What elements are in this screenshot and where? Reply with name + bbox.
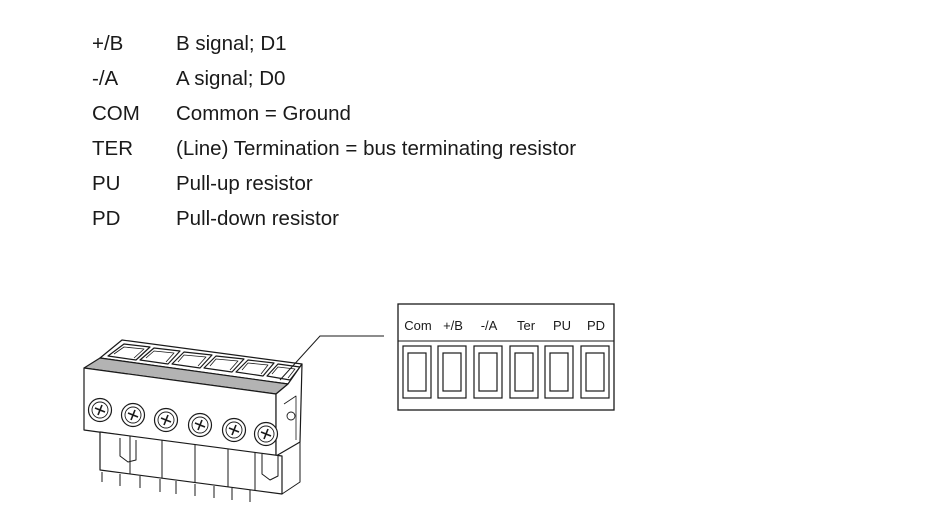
- pin-label-ter: Ter: [517, 318, 536, 333]
- pin-slot-com: [402, 345, 432, 399]
- terminal-block-drawing: [83, 339, 303, 502]
- pin-slot-pd: [580, 345, 610, 399]
- legend-description: B signal; D1: [176, 31, 287, 55]
- legend-description: Pull-up resistor: [176, 171, 313, 195]
- legend-key: TER: [92, 136, 133, 160]
- legend-key: PU: [92, 171, 121, 195]
- pin-slot-pu: [544, 345, 574, 399]
- screw-heads: [87, 397, 296, 447]
- legend-row-pu: PU Pull-up resistor: [92, 166, 576, 201]
- leader-line: [279, 335, 384, 381]
- pin-label-b: +/B: [443, 318, 463, 333]
- legend-key: +/B: [92, 31, 124, 55]
- pin-dividers: [129, 436, 256, 490]
- pin-slot-ter: [509, 345, 539, 399]
- legend-key: COM: [92, 101, 140, 125]
- pin-label-pu: PU: [553, 318, 571, 333]
- pin-label-pd: PD: [587, 318, 605, 333]
- legend-row-a: -/A A signal; D0: [92, 61, 576, 96]
- wire-entry-slots: [107, 343, 301, 381]
- pin-slots: [402, 345, 610, 399]
- legend-row-com: COM Common = Ground: [92, 96, 576, 131]
- legend-description: A signal; D0: [176, 66, 286, 90]
- pin-slot-a: [473, 345, 503, 399]
- pin-legend: +/B B signal; D1 -/A A signal; D0 COM Co…: [92, 26, 576, 236]
- legend-description: Common = Ground: [176, 101, 351, 125]
- legend-row-b: +/B B signal; D1: [92, 26, 576, 61]
- legend-description: Pull-down resistor: [176, 206, 339, 230]
- legend-key: -/A: [92, 66, 119, 90]
- legend-key: PD: [92, 206, 121, 230]
- legend-description: (Line) Termination = bus terminating res…: [176, 136, 577, 160]
- connector-front-view: Com +/B -/A Ter PU PD: [397, 303, 615, 411]
- pin-label-a: -/A: [481, 318, 498, 333]
- pin-label-com: Com: [404, 318, 431, 333]
- legend-row-ter: TER (Line) Termination = bus terminating…: [92, 131, 576, 166]
- pin-slot-b: [437, 345, 467, 399]
- legend-row-pd: PD Pull-down resistor: [92, 201, 576, 236]
